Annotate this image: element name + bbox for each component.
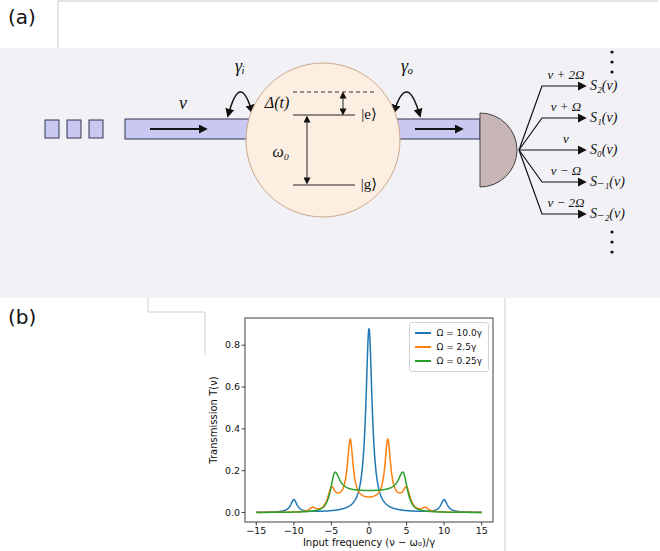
input-pulse [89,120,103,138]
input-waveguide [125,119,255,139]
panel-label: (a) [8,6,36,29]
spectrum-label: S₀(ν) [590,142,617,158]
tick-label: 0.8 [225,340,240,351]
input-pulse [45,120,59,138]
frequency-label: ν [179,93,187,114]
chart-legend: Ω = 10.0γ Ω = 2.5γ Ω = 0.25γ [409,322,489,372]
sideband-frequency: ν − Ω [551,164,581,179]
sideband-arrow [519,149,585,150]
input-pulse [67,120,81,138]
spectrum-label: S₁(ν) [590,110,617,126]
output-waveguide [392,119,480,139]
legend-swatch [415,360,431,362]
ground-level [293,184,355,185]
spectrum-label: S₋₂(ν) [590,206,625,222]
detuning-label: Δ(t) [265,94,290,112]
sideband-frequency: ν − 2Ω [548,196,585,211]
tick-label: −5 [324,526,338,537]
sideband-frequency: ν + Ω [551,100,581,115]
panel-frame [58,1,658,48]
coupling-label: γₒ [401,56,413,77]
panel-frame [148,298,505,551]
spectrum-label: S₂(ν) [590,78,617,94]
state-label: |g⟩ [361,176,377,193]
tick-label: 0 [366,526,372,537]
continuation-dot [610,230,613,233]
curves [256,328,481,512]
tick-label: 0.2 [225,465,240,476]
panel-ground [0,48,660,298]
propagation-arrow [415,128,462,130]
sideband-arrow [519,86,585,150]
transition-arrow [307,117,308,183]
legend-swatch [415,346,431,348]
y-tick [242,387,246,388]
transition-frequency: ω₀ [273,143,290,161]
sideband-frequency: ν + 2Ω [548,68,585,83]
tick-label: −15 [246,526,266,537]
y-tick [242,470,246,471]
tick-label: −10 [284,526,304,537]
legend-text: Ω = 2.5γ [436,342,476,352]
continuation-dot [610,250,613,253]
coupling-label: γᵢ [235,56,245,77]
continuation-dot [610,60,613,63]
y-tick [242,345,246,346]
legend-swatch [415,332,431,334]
tick-label: 0.4 [225,423,240,434]
node-outline [245,62,401,218]
axis-title: Input frequency (ν − ω₀)/γ [303,537,435,549]
sideband-arrow [519,118,585,150]
panel-label: (b) [8,306,36,329]
excited-level [293,114,355,115]
transmission-curve [256,439,481,512]
y-tick [242,428,246,429]
legend-entry: Ω = 2.5γ [415,340,482,354]
legend-text: Ω = 0.25γ [436,356,482,366]
tick-label: 0.6 [225,382,240,393]
legend-text: Ω = 10.0γ [436,328,482,338]
detector [480,113,517,187]
legend-entry: Ω = 0.25γ [415,354,482,368]
plot-frame [245,318,493,522]
continuation-dot [610,240,613,243]
coupling-arrow [394,92,420,116]
axis-title: Transmission T(ν) [208,376,220,463]
propagation-arrow [150,128,206,130]
chart [242,318,494,526]
tick-label: 10 [438,526,450,537]
y-tick [242,512,246,513]
coupling-arrow [228,92,252,116]
continuation-dot [610,70,613,73]
spectrum-label: S₋₁(ν) [590,174,625,190]
atom-circle [246,63,400,217]
tick-label: 5 [404,526,410,537]
sideband-frequency: ν [563,132,569,147]
sideband-arrow [519,150,585,214]
legend-entry: Ω = 10.0γ [415,326,482,340]
virtual-level [293,92,377,93]
detuning-arrow [343,93,344,114]
transmission-curve [256,472,481,512]
tick-label: 15 [476,526,488,537]
atom-node: Δ(t) |e⟩ ω₀ |g⟩ [245,62,401,218]
tick-label: 0.0 [225,507,240,518]
state-label: |e⟩ [361,106,377,123]
continuation-dot [610,50,613,53]
